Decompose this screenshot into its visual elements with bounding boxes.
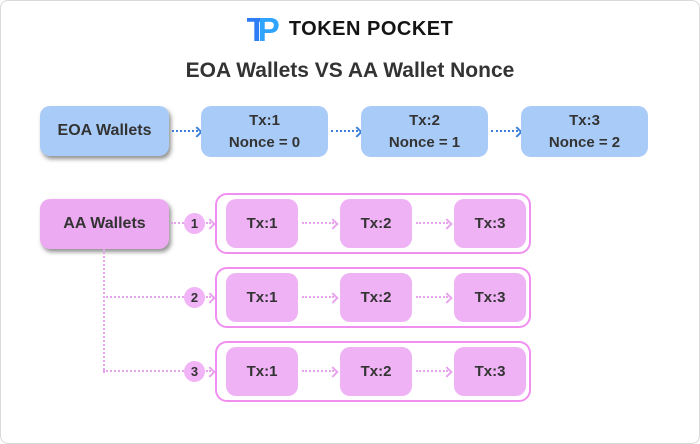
aa1-tx1-box: Tx:1 [226, 199, 298, 248]
eoa-tx3-label: Tx:3 [569, 111, 600, 129]
logo-letter-t: T [246, 11, 267, 48]
eoa-tx2-nonce: Nonce = 1 [388, 133, 461, 151]
aa-lane-3: Tx:1 Tx:2 Tx:3 [215, 341, 531, 402]
badge-label: 3 [190, 364, 199, 379]
eoa-tx3-box: Tx:3 Nonce = 2 [521, 106, 648, 157]
dotted-arrow [416, 296, 448, 298]
aa3-tx3-label: Tx:3 [474, 363, 506, 380]
aa3-tx1-label: Tx:1 [246, 363, 278, 380]
aa1-tx1-label: Tx:1 [246, 215, 278, 232]
badge-label: 1 [190, 216, 199, 231]
dotted-arrow [172, 130, 198, 132]
aa2-tx3-box: Tx:3 [454, 273, 526, 322]
eoa-tx1-box: Tx:1 Nonce = 0 [201, 106, 328, 157]
aa2-tx1-box: Tx:1 [226, 273, 298, 322]
dotted-arrow [302, 370, 334, 372]
row-number-badge: 1 [184, 213, 205, 234]
eoa-wallets-box: EOA Wallets [40, 106, 169, 156]
aa-wallets-label: AA Wallets [63, 215, 146, 232]
aa2-tx1-label: Tx:1 [246, 289, 278, 306]
dotted-connector-line [103, 249, 105, 373]
aa3-tx1-box: Tx:1 [226, 347, 298, 396]
aa-lane-1: Tx:1 Tx:2 Tx:3 [215, 193, 531, 254]
aa2-tx2-label: Tx:2 [360, 289, 392, 306]
logo-letter-p: P [257, 11, 280, 48]
aa3-tx2-label: Tx:2 [360, 363, 392, 380]
dotted-arrow [302, 296, 334, 298]
dotted-arrow [103, 296, 211, 298]
aa1-tx2-label: Tx:2 [360, 215, 392, 232]
dotted-arrow [416, 370, 448, 372]
row-number-badge: 2 [184, 287, 205, 308]
aa3-tx3-box: Tx:3 [454, 347, 526, 396]
eoa-tx3-nonce: Nonce = 2 [548, 133, 621, 151]
dotted-arrow [103, 370, 211, 372]
aa1-tx3-label: Tx:3 [474, 215, 506, 232]
dotted-arrow [491, 130, 518, 132]
eoa-tx2-label: Tx:2 [409, 111, 440, 129]
eoa-wallets-label: EOA Wallets [57, 122, 152, 139]
diagram-title: EOA Wallets VS AA Wallet Nonce [185, 59, 515, 82]
dotted-arrow [331, 130, 358, 132]
dotted-arrow [302, 222, 334, 224]
aa2-tx2-box: Tx:2 [340, 273, 412, 322]
eoa-tx1-label: Tx:1 [249, 111, 280, 129]
badge-label: 2 [190, 290, 199, 305]
aa2-tx3-label: Tx:3 [474, 289, 506, 306]
eoa-tx2-box: Tx:2 Nonce = 1 [361, 106, 488, 157]
aa1-tx2-box: Tx:2 [340, 199, 412, 248]
row-number-badge: 3 [184, 361, 205, 382]
eoa-tx1-nonce: Nonce = 0 [228, 133, 301, 151]
aa-wallets-box: AA Wallets [40, 199, 169, 249]
dotted-arrow [416, 222, 448, 224]
aa3-tx2-box: Tx:2 [340, 347, 412, 396]
brand-name: TOKEN POCKET [288, 18, 454, 40]
aa1-tx3-box: Tx:3 [454, 199, 526, 248]
aa-lane-2: Tx:1 Tx:2 Tx:3 [215, 267, 531, 328]
